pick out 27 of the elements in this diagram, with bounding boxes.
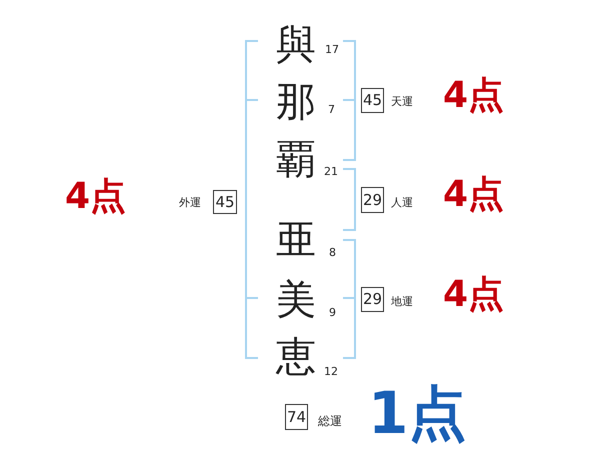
score-text: 4点 [443, 78, 504, 114]
stroke-count: 9 [329, 307, 336, 318]
stroke-count: 7 [328, 104, 335, 115]
total-value-box: 74 [285, 404, 308, 430]
score-text: 4点 [443, 177, 504, 213]
name-character: 亜 [276, 220, 316, 260]
fortune-label: 人運 [391, 197, 413, 208]
name-character: 美 [276, 280, 316, 320]
fortune-label: 天運 [391, 96, 413, 107]
stroke-count: 12 [324, 366, 338, 377]
score-text: 4点 [65, 179, 126, 215]
name-character: 與 [276, 25, 316, 65]
name-character: 那 [276, 82, 316, 122]
total-value-box: 45 [213, 190, 237, 214]
stroke-count: 17 [325, 44, 339, 55]
total-value-box: 45 [361, 88, 384, 113]
name-character: 恵 [276, 337, 316, 377]
total-value-box: 29 [361, 287, 384, 312]
total-value-box: 29 [361, 187, 384, 213]
name-character: 覇 [276, 140, 316, 180]
score-text: 1点 [368, 384, 466, 442]
fortune-label: 外運 [179, 197, 201, 208]
score-text: 4点 [443, 277, 504, 313]
fortune-label: 地運 [391, 296, 413, 307]
fortune-label: 総運 [318, 415, 342, 427]
stroke-count: 8 [329, 247, 336, 258]
stroke-count: 21 [324, 166, 338, 177]
